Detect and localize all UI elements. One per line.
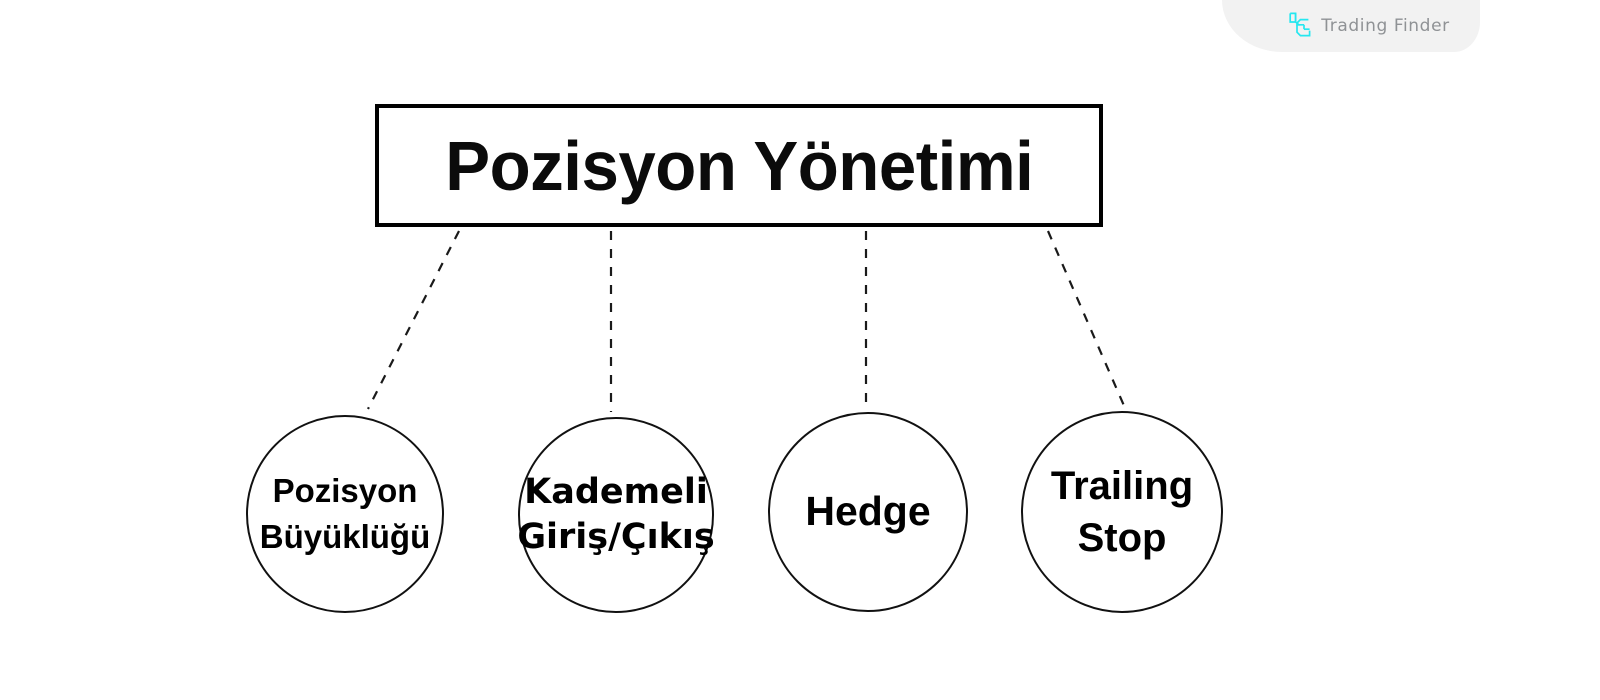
page-title: Pozisyon Yönetimi	[444, 126, 1034, 205]
diagram-node-pozisyon-buyuklugu[interactable]: Pozisyon Büyüklüğü	[246, 415, 444, 613]
connector-line-trailing-stop	[1046, 230, 1127, 409]
diagram-node-trailing-stop[interactable]: Trailing Stop	[1021, 411, 1223, 613]
diagram-node-kademeli-giris-cikis[interactable]: Kademeli Giriş/Çıkış	[517, 417, 715, 613]
node-label-line1: Trailing	[1050, 464, 1194, 509]
node-label-line1: Pozisyon	[272, 472, 418, 510]
brand-name-label: Trading Finder	[1321, 16, 1450, 36]
diagram-node-hedge[interactable]: Hedge	[768, 412, 968, 612]
diagram-title-box: Pozisyon Yönetimi	[375, 104, 1103, 227]
brand-watermark: Trading Finder	[1222, 0, 1480, 52]
node-label-line2: Stop	[1077, 515, 1167, 560]
trading-finder-logo-icon	[1289, 12, 1311, 37]
node-label-line1: Hedge	[805, 488, 931, 535]
connector-line-pozisyon-buyuklugu	[367, 230, 460, 410]
node-label-line2: Giriş/Çıkış	[517, 517, 715, 557]
node-label-line1: Kademeli	[524, 472, 708, 513]
node-label-line2: Büyüklüğü	[259, 517, 431, 555]
